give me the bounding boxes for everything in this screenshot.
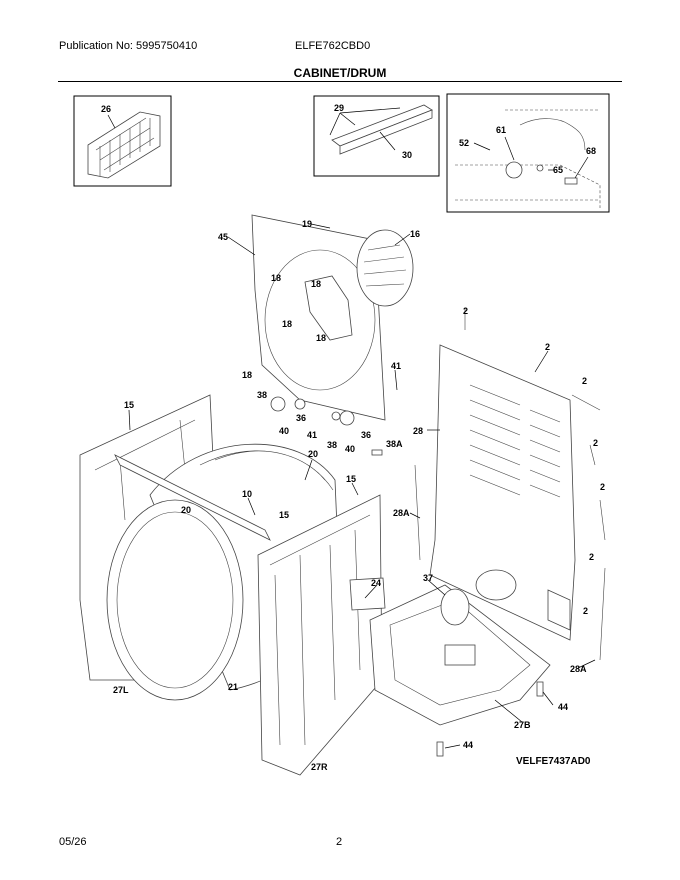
drawing-code: VELFE7437AD0 [516,756,591,767]
callout-20-a: 20 [308,449,318,459]
callout-2-g: 2 [583,606,588,616]
callout-2-d: 2 [593,438,598,448]
callout-37: 37 [423,573,433,583]
callout-2-b: 2 [545,342,550,352]
callout-26: 26 [101,104,111,114]
inset-box-harness [446,93,610,213]
callout-44-b: 44 [463,740,473,750]
callout-24: 24 [371,578,381,588]
callout-41-a: 41 [391,361,401,371]
callout-45: 45 [218,232,228,242]
model-number: ELFE762CBD0 [295,40,371,52]
inset-box-filter [73,95,172,187]
callout-18-a: 18 [271,273,281,283]
leader-lines [107,107,596,749]
footer-date: 05/26 [59,836,87,848]
callout-18-c: 18 [282,319,292,329]
right-side-panel-drawing [257,494,383,776]
callout-18-d: 18 [316,333,326,343]
rear-panel-drawing [429,344,576,641]
small-parts-drawing [270,308,606,757]
page-title: CABINET/DRUM [293,66,387,80]
lint-filter-drawing [87,111,161,179]
callout-68: 68 [586,146,596,156]
rear-bulkhead-drawing [251,214,414,421]
callout-27L: 27L [113,685,129,695]
callout-15-b: 15 [279,510,289,520]
callout-15-c: 15 [346,474,356,484]
callout-28A-a: 28A [393,508,410,518]
callout-28A-b: 28A [570,664,587,674]
harness-inset-drawing [455,109,601,208]
callout-41-b: 41 [307,430,317,440]
callout-2-a: 2 [463,306,468,316]
callout-16: 16 [410,229,420,239]
callout-2-c: 2 [582,376,587,386]
callout-65: 65 [553,165,563,175]
header-rule [58,81,622,82]
callout-19: 19 [302,219,312,229]
callout-2-f: 2 [589,552,594,562]
callout-40-a: 40 [279,426,289,436]
footer-page-number: 2 [336,836,343,848]
callout-18-e: 18 [242,370,252,380]
callout-61: 61 [496,125,506,135]
base-drawing [349,577,551,726]
callout-36-b: 36 [361,430,371,440]
callout-40-b: 40 [345,444,355,454]
callout-30: 30 [402,150,412,160]
inset-box-baffle [313,95,440,177]
callout-27B: 27B [514,720,531,730]
callout-38-b: 38 [327,440,337,450]
callout-29: 29 [334,103,344,113]
drum-baffle-drawing [331,104,433,155]
callout-15-a: 15 [124,400,134,410]
callout-38A: 38A [386,439,403,449]
callout-27R: 27R [311,762,328,772]
callout-2-e: 2 [600,482,605,492]
callout-36-a: 36 [296,413,306,423]
callout-20-b: 20 [181,505,191,515]
callout-10: 10 [242,489,252,499]
callout-21: 21 [228,682,238,692]
callout-38-a: 38 [257,390,267,400]
publication-number: Publication No: 5995750410 [59,40,198,52]
callout-28: 28 [413,426,423,436]
callout-52: 52 [459,138,469,148]
callout-44-a: 44 [558,702,568,712]
callout-18-b: 18 [311,279,321,289]
callout-labels: 26 29 30 61 52 65 68 19 45 16 18 18 18 1… [101,103,605,772]
